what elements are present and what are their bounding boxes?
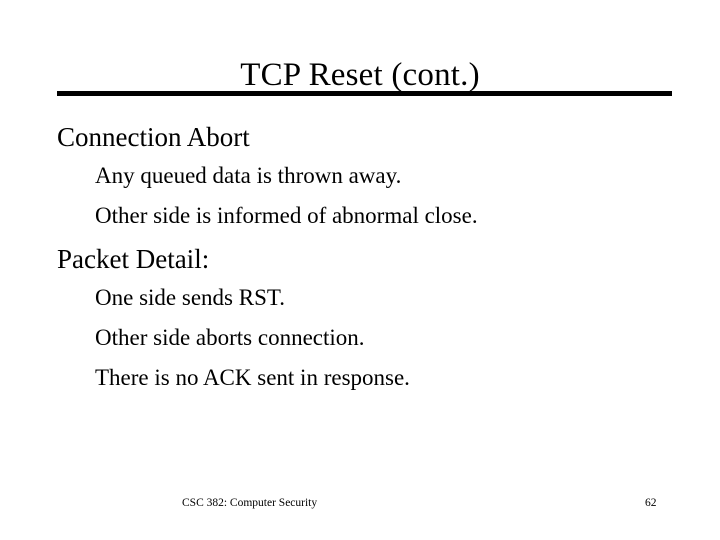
footer-page-number: 62 bbox=[645, 497, 657, 509]
title-divider-rule bbox=[57, 91, 672, 96]
bullet-level2-other-side-aborts: Other side aborts connection. bbox=[95, 325, 365, 350]
slide-body: Connection Abort Any queued data is thro… bbox=[0, 120, 720, 404]
bullet-level1-packet-detail: Packet Detail: bbox=[57, 244, 210, 274]
bullet-level2-abnormal-close: Other side is informed of abnormal close… bbox=[95, 203, 478, 228]
bullet-level2-no-ack-sent: There is no ACK sent in response. bbox=[95, 365, 410, 390]
slide-footer: CSC 382: Computer Security 62 bbox=[0, 496, 720, 512]
bullet-level2-one-side-sends-rst: One side sends RST. bbox=[95, 285, 285, 310]
page-title: TCP Reset (cont.) bbox=[240, 57, 480, 94]
bullet-level1-connection-abort: Connection Abort bbox=[57, 122, 250, 152]
bullet-level2-queued-data: Any queued data is thrown away. bbox=[95, 163, 402, 188]
footer-course-label: CSC 382: Computer Security bbox=[182, 497, 318, 509]
bullet-group-connection-abort: Connection Abort Any queued data is thro… bbox=[0, 120, 720, 236]
bullet-group-packet-detail: Packet Detail: One side sends RST. Other… bbox=[0, 242, 720, 398]
